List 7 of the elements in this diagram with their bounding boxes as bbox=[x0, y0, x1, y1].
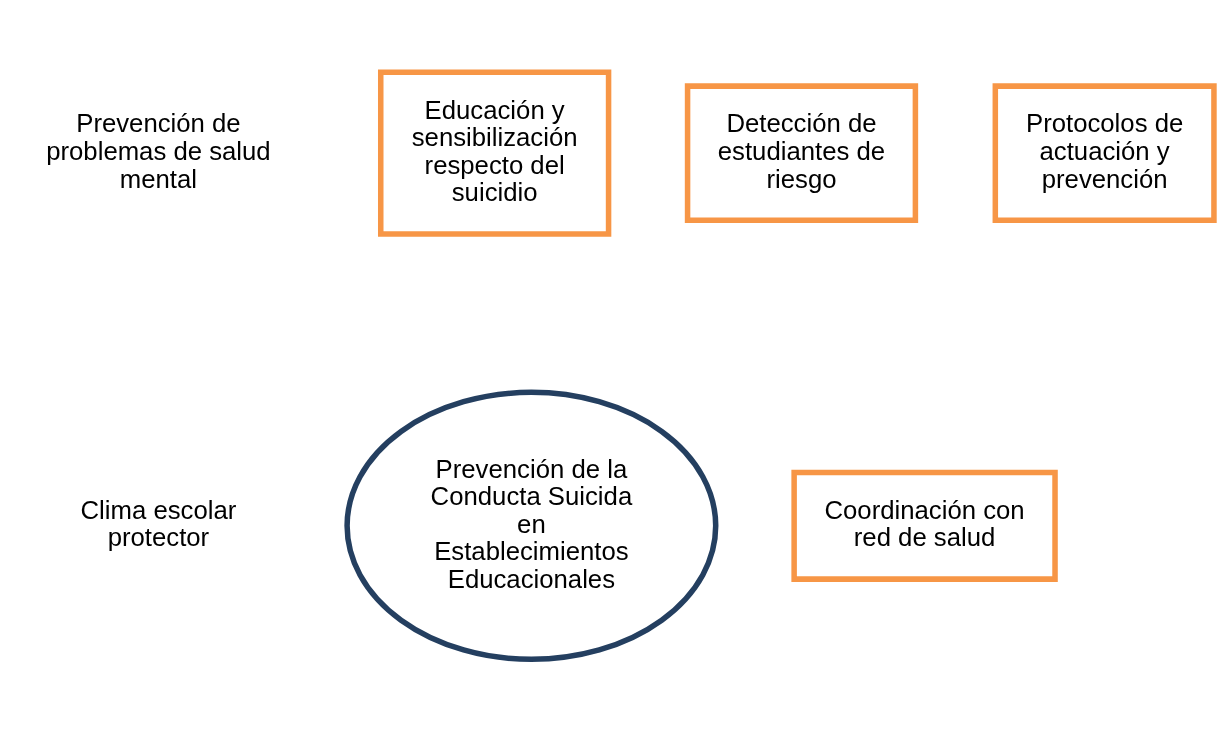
node-box: Coordinación con red de salud bbox=[791, 469, 1058, 582]
node-box: Protocolos de actuación y prevención bbox=[992, 82, 1217, 223]
node-box: Detección de estudiantes de riesgo bbox=[684, 82, 919, 223]
label: Prevención de problemas de salud mental bbox=[46, 108, 271, 193]
label: Clima escolar protector bbox=[80, 495, 237, 551]
node-box: Educación y sensibilización respecto del suicidio bbox=[378, 69, 612, 237]
node-ellipse: Prevención de la Conducta Suicida en Establecimientos Educacionales bbox=[344, 389, 719, 662]
